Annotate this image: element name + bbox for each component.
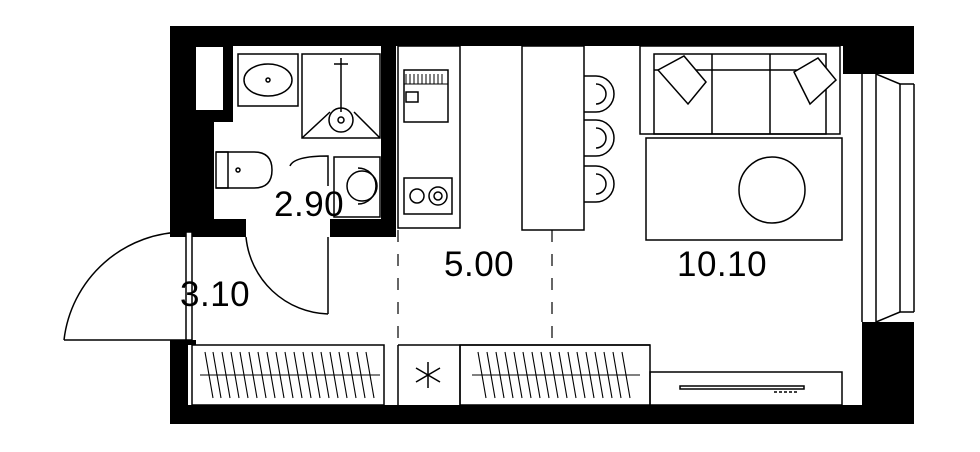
tv-stand xyxy=(649,371,843,406)
wardrobe-left xyxy=(191,344,385,406)
bathroom-area-label: 2.90 xyxy=(274,185,344,224)
coffee-table-icon xyxy=(738,156,806,224)
shower-icon xyxy=(301,53,381,139)
bar-stool-icon xyxy=(584,165,615,203)
bathroom-door-icon xyxy=(289,155,329,186)
living-area-label: 10.10 xyxy=(677,245,767,284)
bathroom-fixtures xyxy=(215,53,381,218)
living-fixtures xyxy=(639,45,843,241)
cooktop-icon xyxy=(403,177,453,215)
utility-asterisk-icon xyxy=(415,362,441,388)
walls xyxy=(170,26,914,424)
kitchen-area-label: 5.00 xyxy=(444,245,514,284)
window xyxy=(861,73,915,323)
dishwasher-icon xyxy=(403,69,449,123)
hanger-rail xyxy=(200,351,640,399)
toilet-icon xyxy=(215,151,273,189)
zone-dividers xyxy=(397,230,553,345)
rug xyxy=(645,137,843,241)
kitchen-fixtures xyxy=(397,45,615,231)
sink-icon xyxy=(237,53,299,107)
hallway-area-label: 3.10 xyxy=(180,275,250,314)
washing-machine-icon xyxy=(333,156,381,218)
shaft xyxy=(194,45,225,112)
storage xyxy=(191,344,843,406)
bar-stool-icon xyxy=(584,75,615,113)
bar-counter xyxy=(521,45,585,231)
sofa-icon xyxy=(639,45,841,135)
bar-stool-icon xyxy=(584,119,615,157)
entry-door-icon xyxy=(63,231,329,341)
